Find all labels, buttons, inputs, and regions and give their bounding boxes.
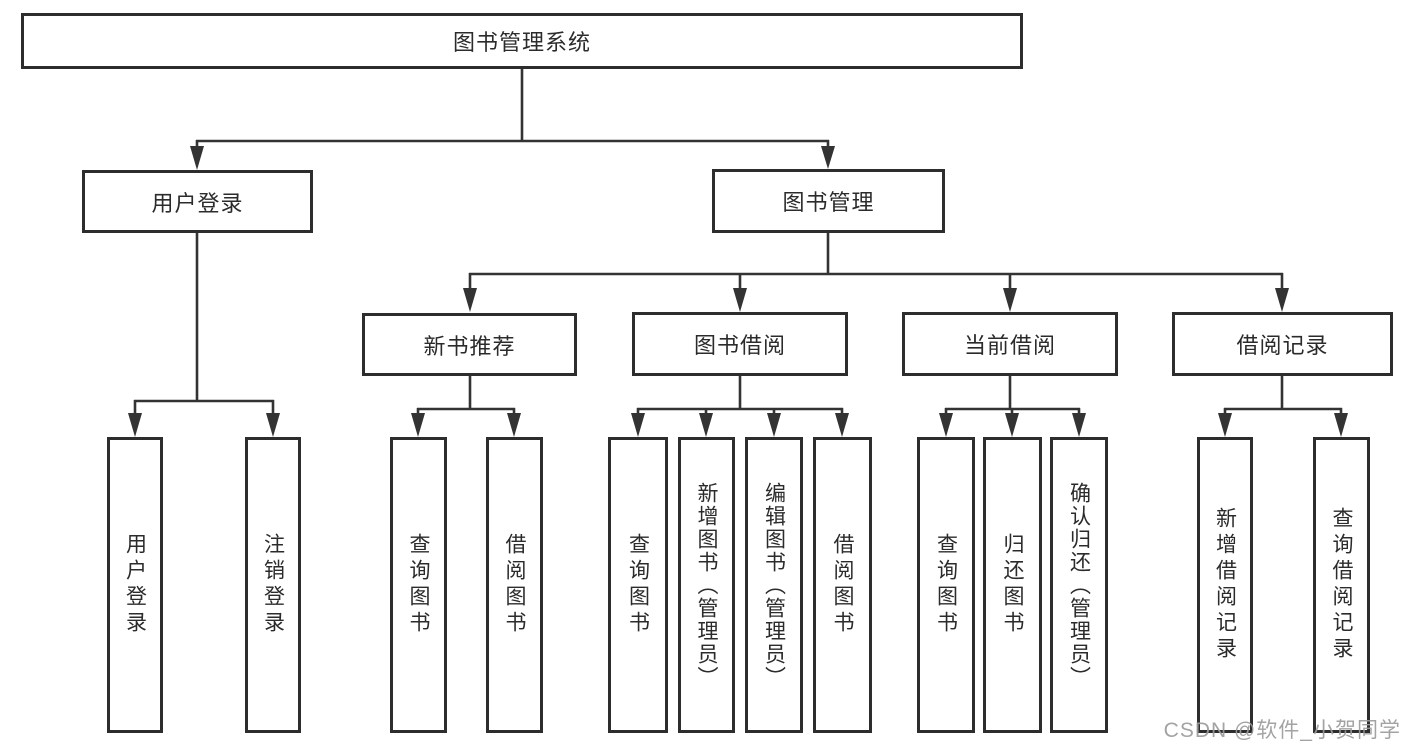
node-borrowing-records: 借阅记录 bbox=[1172, 312, 1393, 376]
node-current-borrowing-label: 当前借阅 bbox=[963, 333, 1056, 358]
leaf-user-login-label: 用户登录 bbox=[123, 533, 147, 637]
leaf-borrow-books-recommend-label: 借阅图书 bbox=[503, 533, 526, 637]
csdn-watermark: CSDN @软件_小贺同学 bbox=[1163, 719, 1401, 742]
node-book-borrowing: 图书借阅 bbox=[632, 312, 848, 376]
node-user-login-label: 用户登录 bbox=[151, 190, 244, 216]
node-book-management-label: 图书管理 bbox=[782, 190, 875, 215]
leaf-confirm-return-admin-label: 确认归还（管理员） bbox=[1067, 481, 1091, 689]
leaf-query-books-recommend-label: 查询图书 bbox=[407, 533, 430, 637]
leaf-edit-books-admin-label: 编辑图书（管理员） bbox=[762, 481, 786, 689]
node-root: 图书管理系统 bbox=[21, 13, 1023, 69]
leaf-edit-books-admin: 编辑图书（管理员） bbox=[745, 437, 803, 733]
leaf-return-books: 归还图书 bbox=[983, 437, 1042, 733]
leaf-logout: 注销登录 bbox=[245, 437, 301, 733]
node-book-borrowing-label: 图书借阅 bbox=[693, 333, 786, 358]
leaf-query-books-current-label: 查询图书 bbox=[934, 533, 958, 637]
leaf-add-books-admin: 新增图书（管理员） bbox=[678, 437, 735, 733]
leaf-query-borrow-record-label: 查询借阅记录 bbox=[1330, 507, 1353, 663]
node-new-book-recommend-label: 新书推荐 bbox=[423, 333, 516, 359]
leaf-logout-label: 注销登录 bbox=[261, 533, 285, 637]
node-new-book-recommend: 新书推荐 bbox=[362, 313, 577, 376]
leaf-add-books-admin-label: 新增图书（管理员） bbox=[695, 481, 718, 689]
leaf-query-borrow-record: 查询借阅记录 bbox=[1313, 437, 1370, 733]
leaf-confirm-return-admin: 确认归还（管理员） bbox=[1050, 437, 1108, 733]
leaf-user-login: 用户登录 bbox=[107, 437, 163, 733]
leaf-borrow-books-recommend: 借阅图书 bbox=[486, 437, 543, 733]
leaf-query-books-borrowing-label: 查询图书 bbox=[626, 533, 650, 637]
leaf-add-borrow-record: 新增借阅记录 bbox=[1197, 437, 1253, 733]
leaf-borrow-books-borrowing-label: 借阅图书 bbox=[831, 533, 854, 637]
leaf-query-books-borrowing: 查询图书 bbox=[608, 437, 668, 733]
node-root-label: 图书管理系统 bbox=[452, 30, 591, 55]
node-borrowing-records-label: 借阅记录 bbox=[1236, 333, 1329, 358]
leaf-query-books-current: 查询图书 bbox=[917, 437, 975, 733]
leaf-return-books-label: 归还图书 bbox=[1001, 533, 1024, 637]
leaf-query-books-recommend: 查询图书 bbox=[390, 437, 447, 733]
leaf-borrow-books-borrowing: 借阅图书 bbox=[813, 437, 872, 733]
node-user-login: 用户登录 bbox=[82, 170, 313, 233]
node-current-borrowing: 当前借阅 bbox=[902, 312, 1118, 376]
leaf-add-borrow-record-label: 新增借阅记录 bbox=[1213, 507, 1237, 663]
node-book-management: 图书管理 bbox=[712, 169, 945, 233]
